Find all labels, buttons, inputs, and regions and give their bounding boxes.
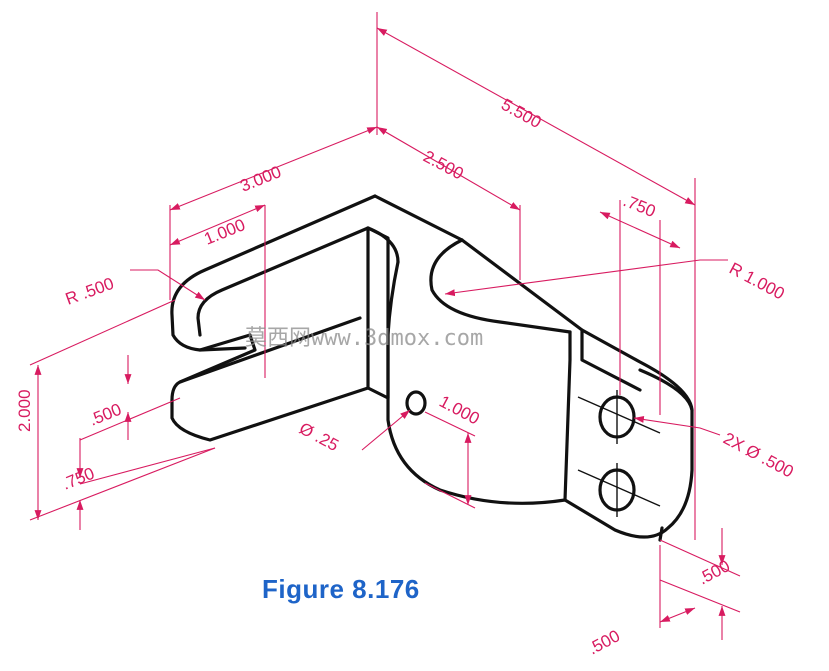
figure-caption: Figure 8.176 [262,574,420,604]
dimension-lines [29,12,741,640]
dim-2500: 2.500 [420,147,466,184]
right-ear-side [658,526,664,542]
dim-hole-dia: Ø .25 [296,419,342,455]
dim-edge-500-b: .500 [585,626,623,658]
left-arm-top [170,194,377,352]
right-ear [563,330,694,539]
dim-slot-500: .500 [86,400,124,430]
lower-arm-face [170,226,370,442]
dim-hole-height: 1.000 [436,392,482,429]
curved-body [386,260,567,505]
dim-2000: 2.000 [15,389,34,432]
dim-750-base: .750 [59,464,97,494]
small-hole [405,390,427,416]
dim-r1000: R 1.000 [726,259,787,304]
left-arm-inner-edge [196,226,370,337]
watermark: 莫西网www.3dmox.com [245,326,483,351]
dim-edge-500-a: .500 [695,556,733,588]
holes [405,390,661,517]
dim-r500: R .500 [63,274,117,309]
hole-center-line [577,469,661,507]
vertical-web-edge [366,226,390,400]
top-back-edge [373,194,464,242]
part-outline [170,194,694,542]
dim-1000-slot: 1.000 [201,215,248,249]
body-right-edge [460,238,642,392]
dim-twin-holes: 2X Ø .500 [720,429,797,482]
right-ear-top [580,328,694,412]
dim-5500: 5.500 [498,95,544,132]
slot-inner [198,346,247,352]
lower-arm-top [178,316,362,384]
top-inner-edge [366,226,400,264]
hole-center-line [577,396,661,434]
arc-cutout [429,238,572,334]
dim-3000: 3.000 [237,162,284,196]
dim-750-spacing: .750 [621,191,659,221]
